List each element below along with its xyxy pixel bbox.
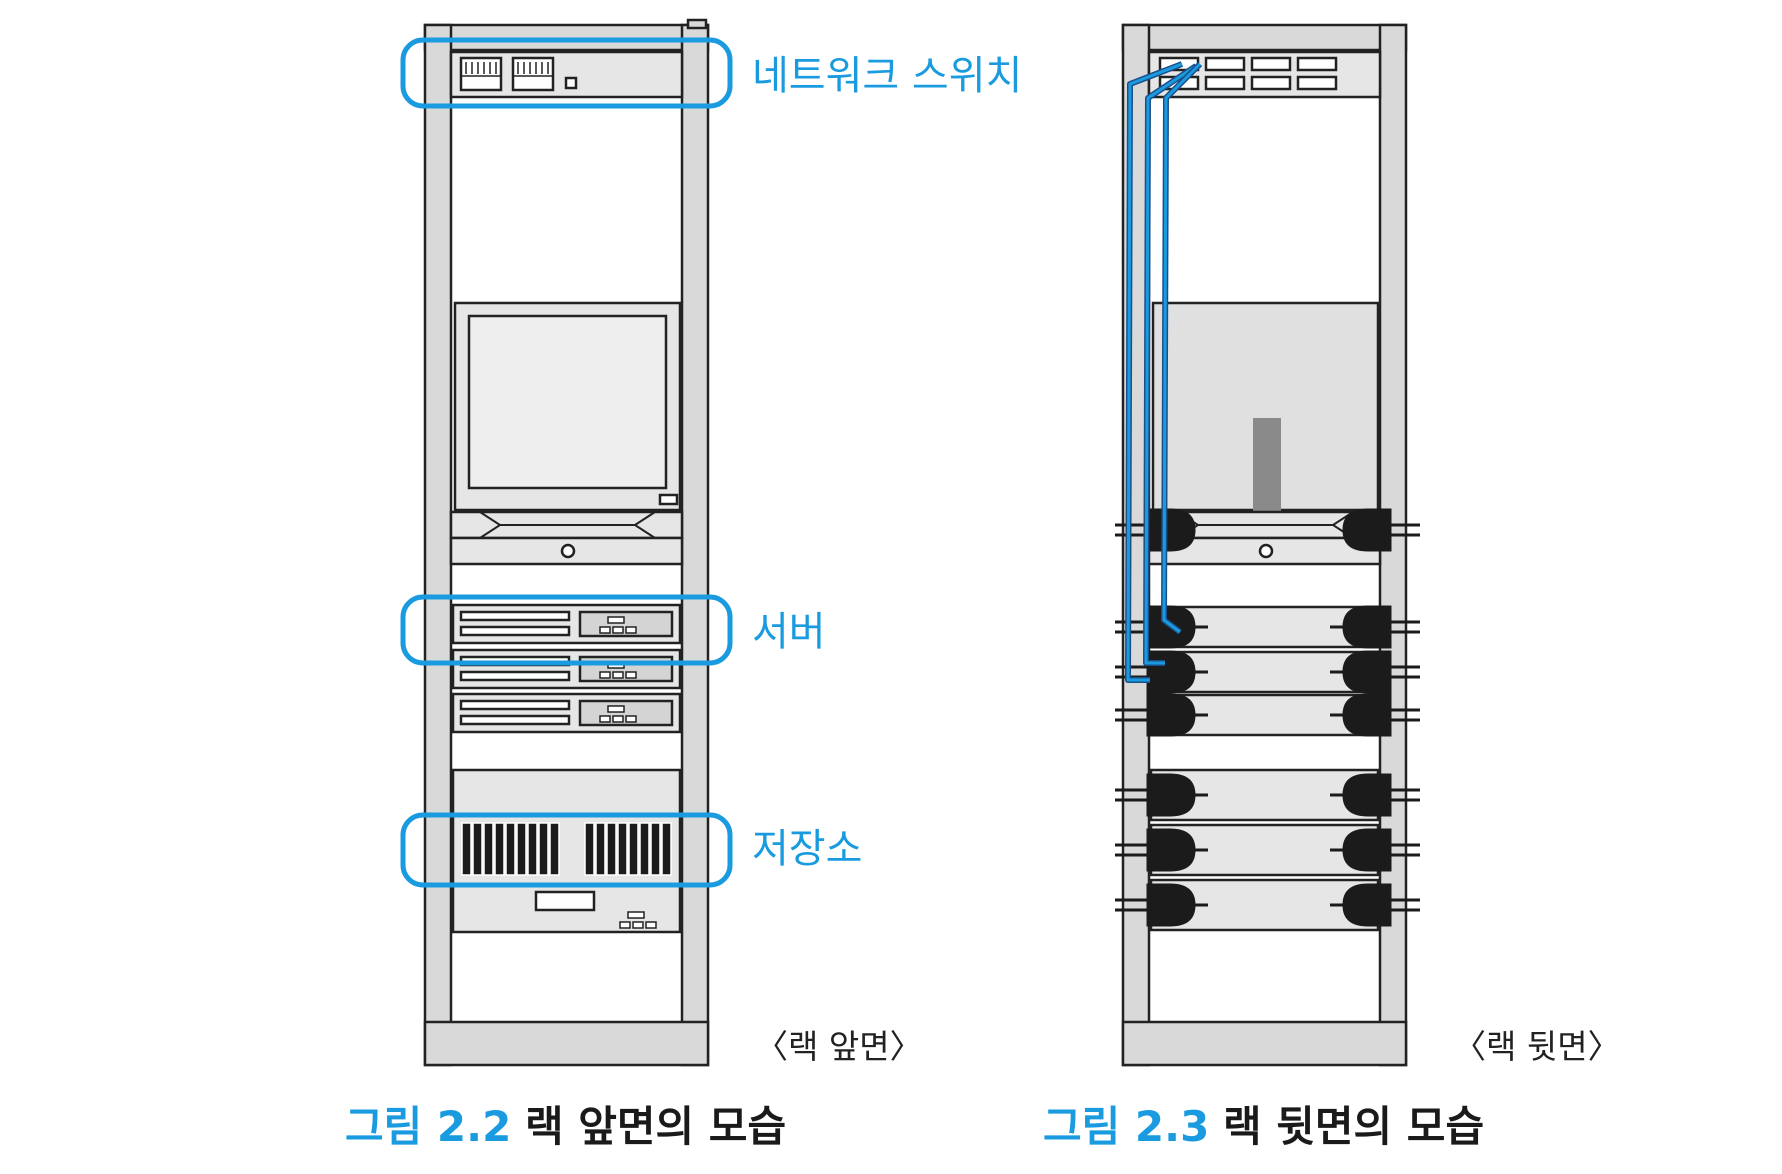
label-server: 서버 [752,609,826,655]
server-unit [451,648,682,690]
front-caption: 〈랙 앞면〉 [755,1027,923,1066]
server-unit [451,603,682,645]
monitor [449,301,684,566]
front-rack [423,18,710,1067]
server-stack [451,603,682,734]
switch-highlight [400,37,733,109]
label-network-switch: 네트워크 스위치 [752,53,1022,99]
network-cables [1125,61,1203,683]
storage-array [451,768,682,934]
back-caption: 〈랙 뒷면〉 [1453,1027,1621,1066]
figure-2-2-title: 랙 앞면의 모습 [525,1102,786,1151]
power-plugs [1115,508,1420,927]
figure-2-3-title: 랙 뒷면의 모습 [1223,1102,1484,1151]
figure-2-2-number: 그림 2.2 [345,1102,511,1151]
label-storage: 저장소 [752,826,862,872]
figure-2-3-number: 그림 2.3 [1043,1102,1209,1151]
server-highlight [400,594,733,666]
network-switch [449,50,684,99]
storage-highlight [400,812,733,888]
server-unit [451,692,682,734]
